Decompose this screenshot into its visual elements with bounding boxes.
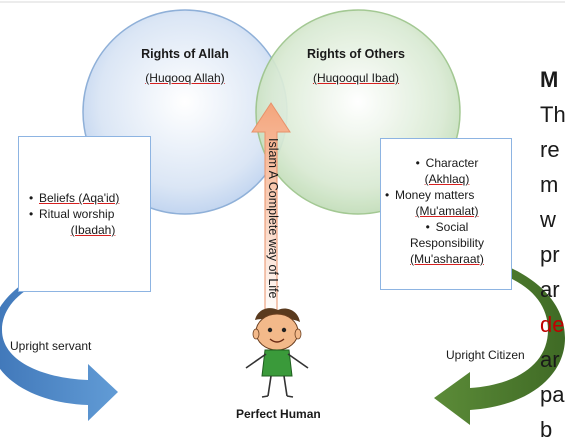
upright-servant-arrow: [0, 250, 150, 421]
list-item: •Money matters (Mu'amalat): [385, 188, 479, 218]
clipped-side-text: M Th re m w pr ar de ar pa b: [540, 62, 565, 447]
list-item-text: Money matters: [395, 188, 475, 202]
list-item-text: Ritual worship: [39, 207, 115, 221]
side-line: ar: [540, 347, 560, 372]
complete-way-of-life-label: Islam A Complete way of Life: [266, 138, 280, 299]
list-item-subtext: (Mu'amalat): [415, 204, 479, 218]
upright-servant-label: Upright servant: [10, 339, 92, 353]
side-line: pa: [540, 382, 565, 407]
perfect-human-caption: Perfect Human: [236, 407, 321, 421]
rights-of-others-title: Rights of Others: [307, 47, 405, 61]
list-item-text: Beliefs (Aqa'id): [39, 191, 120, 205]
side-line: m: [540, 172, 559, 197]
rights-of-allah-list: •Beliefs (Aqa'id) •Ritual worship (Ibada…: [29, 190, 147, 238]
side-line: de: [540, 312, 565, 337]
list-item-subtext: (Mu'asharaat): [410, 252, 484, 266]
rights-of-others-box: •Character (Akhlaq) •Money matters (Mu'a…: [380, 138, 512, 290]
side-heading: M: [540, 67, 559, 92]
side-line: Th: [540, 102, 565, 127]
list-item-subtext: Responsibility: [409, 236, 485, 250]
rights-of-allah-subtitle: (Huqooq Allah): [145, 71, 225, 85]
list-item-subtext: (Ibadah): [70, 223, 116, 237]
list-item-subtext: (Akhlaq): [424, 172, 470, 186]
side-line: w: [540, 207, 556, 232]
side-line: re: [540, 137, 560, 162]
list-item-text: Social: [435, 220, 469, 234]
side-line: pr: [540, 242, 560, 267]
list-item: •Beliefs (Aqa'id): [29, 191, 120, 205]
rights-of-others-list: •Character (Akhlaq) •Money matters (Mu'a…: [385, 155, 509, 267]
rights-of-allah-box: •Beliefs (Aqa'id) •Ritual worship (Ibada…: [18, 136, 151, 292]
list-item: •Social Responsibility (Mu'asharaat): [409, 220, 485, 266]
rights-of-others-subtitle: (Huqooqul Ibad): [312, 71, 400, 85]
list-item: •Ritual worship (Ibadah): [29, 207, 116, 237]
rights-of-allah-title: Rights of Allah: [141, 47, 229, 61]
upright-citizen-arrow: [420, 250, 565, 425]
upright-citizen-label: Upright Citizen: [446, 348, 525, 362]
perfect-human-figure: [245, 308, 309, 398]
list-item-text: Character: [425, 156, 479, 170]
side-line: ar: [540, 277, 560, 302]
complete-way-of-life-arrow: [251, 102, 291, 319]
side-line: b: [540, 417, 553, 442]
list-item: •Character (Akhlaq): [415, 156, 479, 186]
